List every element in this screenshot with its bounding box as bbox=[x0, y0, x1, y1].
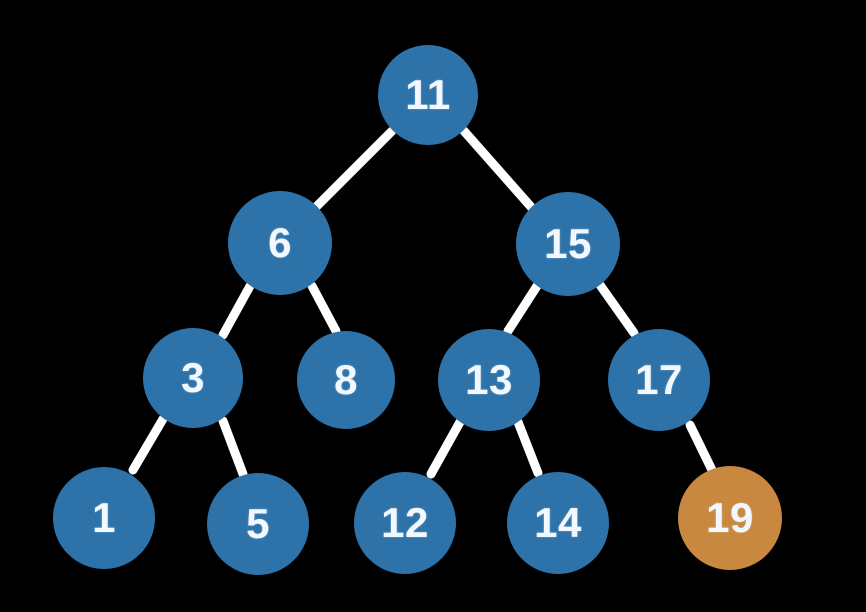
tree-node-8[interactable]: 8 bbox=[297, 331, 395, 429]
tree-node-label: 14 bbox=[534, 499, 582, 546]
tree-node-label: 8 bbox=[334, 356, 358, 403]
tree-edge bbox=[459, 126, 537, 213]
tree-node-15[interactable]: 15 bbox=[516, 192, 620, 296]
tree-edge bbox=[513, 417, 543, 478]
tree-node-11[interactable]: 11 bbox=[378, 45, 478, 145]
tree-node-label: 3 bbox=[181, 354, 205, 401]
tree-edge bbox=[503, 281, 542, 336]
tree-edge bbox=[307, 281, 341, 336]
tree-edge bbox=[218, 281, 255, 340]
tree-node-5[interactable]: 5 bbox=[207, 473, 309, 575]
tree-node-12[interactable]: 12 bbox=[354, 472, 456, 574]
tree-node-17[interactable]: 17 bbox=[608, 329, 710, 431]
tree-edge bbox=[311, 126, 397, 212]
tree-node-6[interactable]: 6 bbox=[228, 191, 332, 295]
tree-node-19[interactable]: 19 bbox=[678, 466, 782, 570]
tree-node-label: 12 bbox=[381, 499, 429, 546]
tree-edge bbox=[128, 414, 168, 475]
tree-edge bbox=[595, 280, 639, 338]
tree-node-label: 15 bbox=[544, 220, 592, 267]
tree-node-label: 5 bbox=[246, 500, 270, 547]
tree-node-3[interactable]: 3 bbox=[143, 328, 243, 428]
tree-node-label: 11 bbox=[405, 71, 451, 118]
tree-node-1[interactable]: 1 bbox=[53, 467, 155, 569]
tree-node-label: 6 bbox=[268, 219, 292, 266]
tree-node-14[interactable]: 14 bbox=[507, 472, 609, 574]
tree-edge bbox=[426, 417, 465, 479]
tree-node-label: 13 bbox=[465, 356, 513, 403]
tree-node-label: 19 bbox=[706, 494, 754, 541]
tree-edge bbox=[218, 416, 248, 479]
tree-node-13[interactable]: 13 bbox=[438, 329, 540, 431]
tree-node-label: 1 bbox=[92, 494, 116, 541]
tree-edge bbox=[685, 420, 717, 475]
tree-node-label: 17 bbox=[635, 356, 683, 403]
